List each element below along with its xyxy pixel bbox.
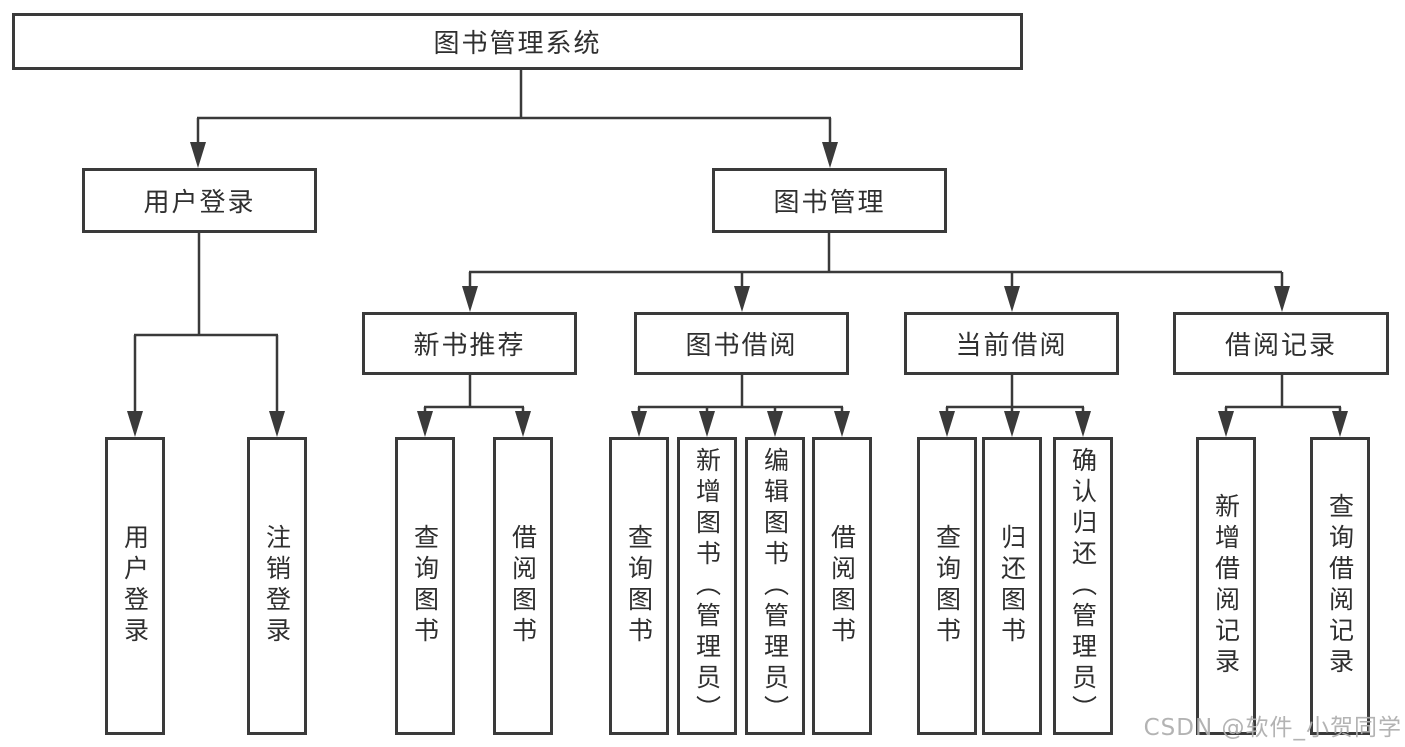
node-library-system: 图书管理系统: [12, 13, 1023, 70]
node-new-book-recommend-label: 新书推荐: [413, 331, 526, 361]
arrowheads: [127, 142, 1348, 437]
node-user-login-branch-label: 用户登录: [143, 188, 256, 218]
leaf-borrow-books-borrowing: 借阅图书: [812, 437, 872, 735]
leaf-return-book: 归还图书: [982, 437, 1042, 735]
leaf-confirm-return-admin: 确认归还（管理员）: [1053, 437, 1113, 735]
leaf-query-books-recommend-label: 查询图书: [410, 524, 440, 648]
node-borrow-records: 借阅记录: [1173, 312, 1389, 375]
node-borrow-records-label: 借阅记录: [1224, 331, 1337, 361]
leaf-add-borrow-record: 新增借阅记录: [1196, 437, 1256, 735]
leaf-return-book-label: 归还图书: [997, 524, 1027, 648]
node-library-system-label: 图书管理系统: [433, 29, 602, 59]
node-book-management: 图书管理: [712, 168, 947, 233]
tree-edges: [133, 70, 1342, 414]
leaf-query-borrow-record: 查询借阅记录: [1310, 437, 1370, 735]
leaf-add-book-admin-label: 新增图书（管理员）: [692, 446, 722, 726]
leaf-add-book-admin: 新增图书（管理员）: [677, 437, 737, 735]
leaf-query-books-borrowing-label: 查询图书: [624, 524, 654, 648]
leaf-edit-book-admin: 编辑图书（管理员）: [745, 437, 805, 735]
leaf-edit-book-admin-label: 编辑图书（管理员）: [760, 446, 790, 726]
node-user-login-branch: 用户登录: [82, 168, 317, 233]
node-book-borrowing: 图书借阅: [634, 312, 849, 375]
leaf-logout-label: 注销登录: [262, 524, 292, 648]
csdn-watermark: CSDN @软件_小贺同学: [1143, 715, 1402, 741]
leaf-borrow-books-borrowing-label: 借阅图书: [827, 524, 857, 648]
leaf-borrow-books-recommend-label: 借阅图书: [508, 524, 538, 648]
node-current-borrowing: 当前借阅: [904, 312, 1119, 375]
leaf-user-login: 用户登录: [105, 437, 165, 735]
leaf-query-borrow-record-label: 查询借阅记录: [1325, 493, 1355, 679]
leaf-query-books-current-label: 查询图书: [932, 524, 962, 648]
node-book-management-label: 图书管理: [773, 188, 886, 218]
leaf-query-books-borrowing: 查询图书: [609, 437, 669, 735]
leaf-borrow-books-recommend: 借阅图书: [493, 437, 553, 735]
leaf-logout: 注销登录: [247, 437, 307, 735]
node-current-borrowing-label: 当前借阅: [955, 331, 1068, 361]
leaf-add-borrow-record-label: 新增借阅记录: [1211, 493, 1241, 679]
leaf-query-books-recommend: 查询图书: [395, 437, 455, 735]
leaf-confirm-return-admin-label: 确认归还（管理员）: [1068, 446, 1098, 726]
node-book-borrowing-label: 图书借阅: [685, 331, 798, 361]
leaf-query-books-current: 查询图书: [917, 437, 977, 735]
leaf-user-login-label: 用户登录: [120, 524, 150, 648]
node-new-book-recommend: 新书推荐: [362, 312, 577, 375]
